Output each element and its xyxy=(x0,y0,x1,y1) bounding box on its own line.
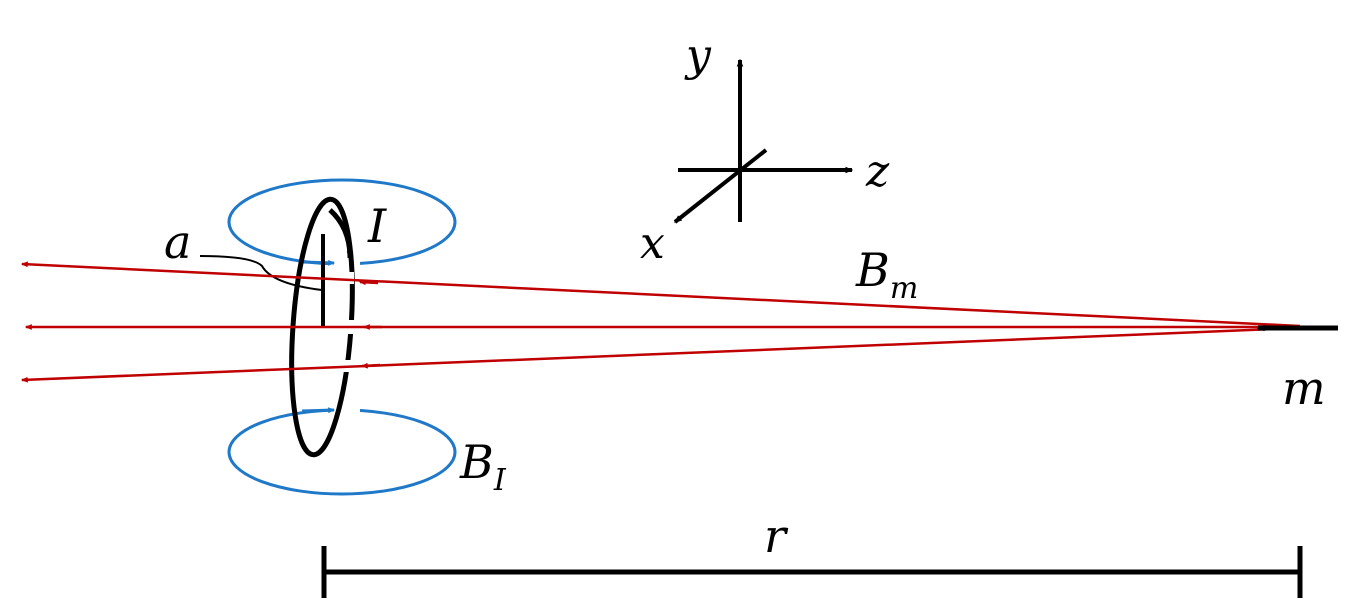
loop-field-symbol: B xyxy=(459,435,494,489)
x-axis-label: x xyxy=(640,218,665,269)
moment-label: m xyxy=(1282,361,1326,415)
z-axis-label: z xyxy=(865,146,890,197)
distance-bar xyxy=(321,546,1303,598)
coordinate-axes: y z x xyxy=(640,30,890,269)
y-axis-label: y xyxy=(684,30,712,81)
radius-leader xyxy=(199,255,323,291)
field-line-bottom xyxy=(20,326,1301,383)
lower-field-arrow xyxy=(301,407,336,414)
moment-field-lines xyxy=(20,261,1301,383)
moment-field-label: Bm xyxy=(855,243,918,306)
upper-field-arrow xyxy=(301,259,336,266)
lower-field-loop xyxy=(227,408,457,496)
x-axis xyxy=(673,148,768,224)
field-line-top xyxy=(20,261,1301,328)
current-direction-arrow xyxy=(328,208,354,260)
distance-label: r xyxy=(764,509,789,563)
moment-field-symbol: B xyxy=(855,243,890,297)
current-loop xyxy=(199,196,358,458)
loop-field-subscript: I xyxy=(493,463,507,498)
radius-label: a xyxy=(164,215,191,269)
moment-field-subscript: m xyxy=(890,271,918,306)
current-label: I xyxy=(367,199,387,253)
loop-field-label: BI xyxy=(459,435,507,498)
